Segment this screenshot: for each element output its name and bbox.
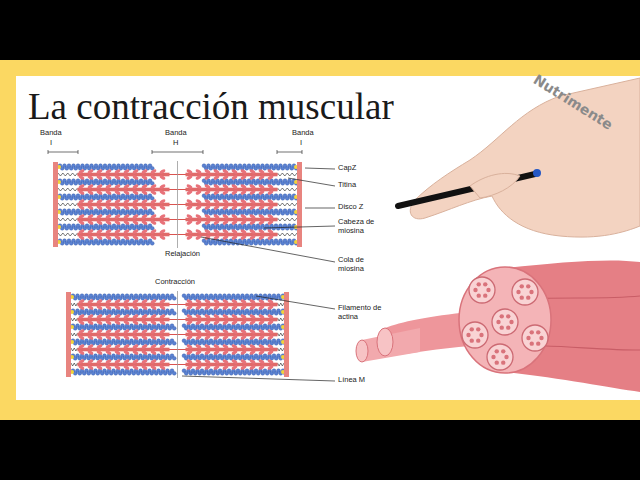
z-disc <box>66 292 71 377</box>
titin-filament <box>278 218 298 221</box>
titin-filament <box>278 363 285 366</box>
part-label: Relajación <box>165 250 200 259</box>
titin-filament <box>278 348 285 351</box>
actin-filament <box>202 194 298 200</box>
titin-filament <box>278 173 298 176</box>
part-label: Disco Z <box>338 203 363 212</box>
leader-line <box>305 208 335 209</box>
sarcomere <box>53 161 302 248</box>
titin-filament <box>278 318 285 321</box>
actin-filament <box>71 339 176 345</box>
titin-filament <box>278 203 298 206</box>
part-label: Titina <box>338 181 356 190</box>
part-label: Banda <box>40 129 62 138</box>
part-label: Línea M <box>338 376 365 385</box>
actin-filament <box>71 324 176 330</box>
actin-filament <box>182 369 287 375</box>
band-bracket <box>152 150 203 154</box>
titin-filament <box>58 173 78 176</box>
leader-line <box>201 237 335 262</box>
titin-filament <box>58 218 78 221</box>
titin-filament <box>278 233 298 236</box>
yellow-frame <box>0 60 640 420</box>
actin-filament <box>202 179 298 185</box>
actin-filament <box>58 239 154 245</box>
leader-line <box>182 376 335 381</box>
m-line <box>177 291 178 378</box>
actin-filament <box>58 224 154 230</box>
part-label: Contracción <box>155 278 195 287</box>
part-label: Banda <box>165 129 187 138</box>
titin-filament <box>278 188 298 191</box>
title: La contracción muscular <box>28 86 394 129</box>
m-line <box>177 161 178 248</box>
band-bracket <box>48 150 78 154</box>
titin-filament <box>58 233 78 236</box>
actin-filament <box>182 354 287 360</box>
actin-filament <box>58 179 154 185</box>
z-disc <box>297 162 302 247</box>
band-bracket <box>277 150 302 154</box>
part-label: Cabeza de miosina <box>338 218 383 235</box>
titin-filament <box>71 348 78 351</box>
leader-line <box>256 296 335 309</box>
titin-filament <box>278 333 285 336</box>
z-disc <box>53 162 58 247</box>
actin-filament <box>58 209 154 215</box>
titin-filament <box>71 333 78 336</box>
actin-filament <box>182 294 287 300</box>
titin-filament <box>58 188 78 191</box>
leader-line <box>305 168 335 169</box>
actin-filament <box>182 339 287 345</box>
titin-filament <box>71 303 78 306</box>
actin-filament <box>182 309 287 315</box>
part-label: Banda <box>292 129 314 138</box>
actin-filament <box>58 194 154 200</box>
actin-filament <box>202 209 298 215</box>
hand-illustration <box>398 78 640 237</box>
actin-filament <box>71 354 176 360</box>
titin-filament <box>278 303 285 306</box>
part-label: I <box>50 139 52 148</box>
leader-line <box>288 178 335 186</box>
part-label: Cola de miosina <box>338 256 383 273</box>
part-label: H <box>173 139 178 148</box>
part-label: I <box>300 139 302 148</box>
actin-filament <box>202 164 298 170</box>
leader-line <box>264 226 335 228</box>
actin-filament <box>182 324 287 330</box>
part-label: CapZ <box>338 164 356 173</box>
actin-filament <box>71 309 176 315</box>
z-disc <box>284 292 289 377</box>
titin-filament <box>58 203 78 206</box>
part-label: Filamento de actina <box>338 304 383 321</box>
sarcomere <box>66 291 289 378</box>
white-panel <box>16 76 640 400</box>
actin-filament <box>71 294 176 300</box>
titin-filament <box>71 363 78 366</box>
actin-filament <box>202 224 298 230</box>
actin-filament <box>71 369 176 375</box>
titin-filament <box>71 318 78 321</box>
actin-filament <box>58 164 154 170</box>
muscle-illustration <box>356 260 640 392</box>
